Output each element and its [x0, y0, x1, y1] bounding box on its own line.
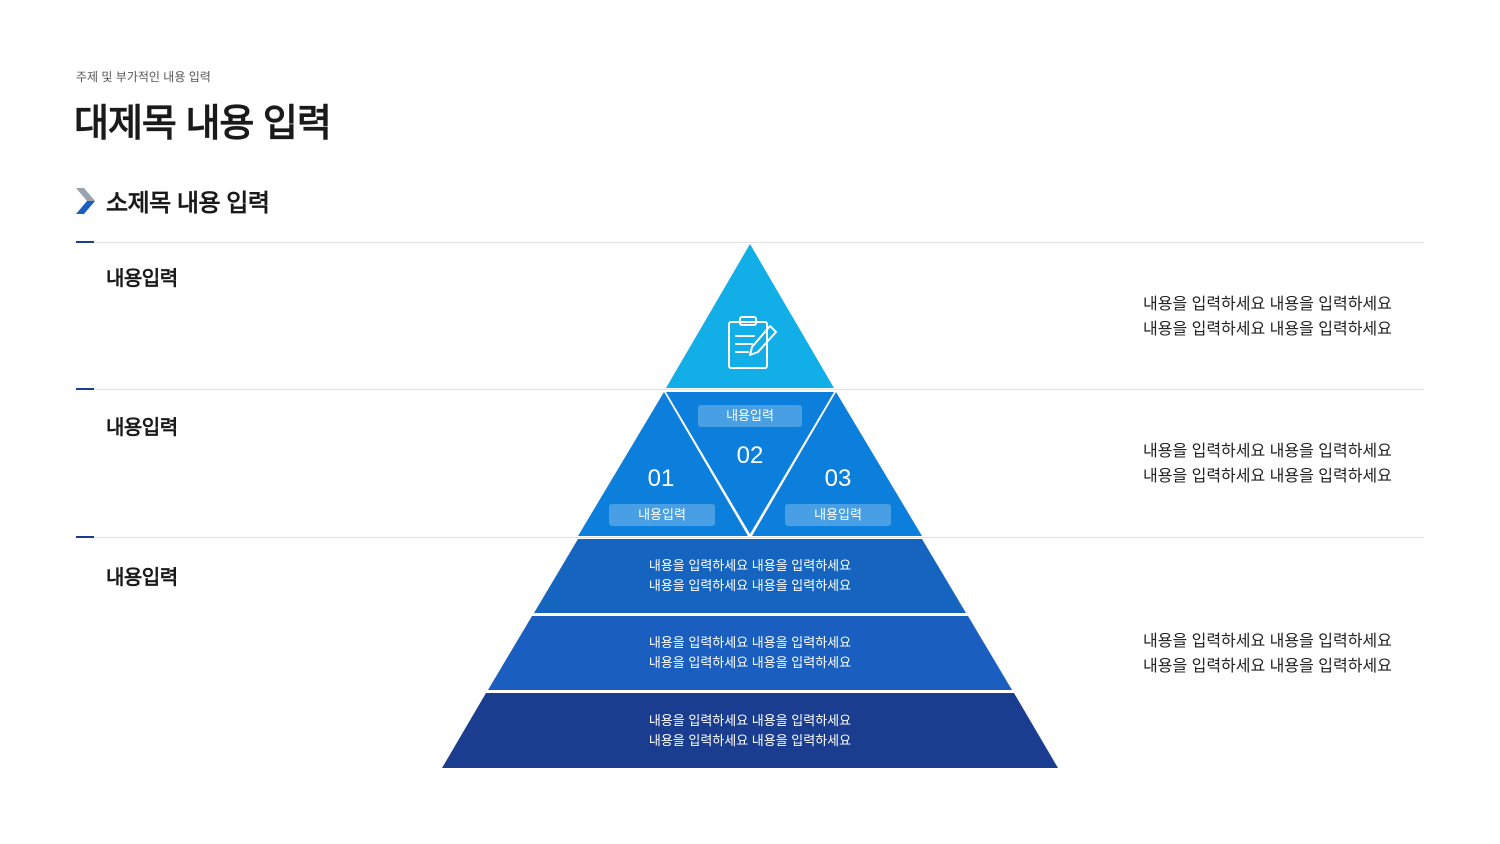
row-marker — [76, 241, 94, 243]
pyramid-band-3 — [442, 693, 1058, 768]
divider — [76, 389, 1424, 390]
subtitle: 주제 및 부가적인 내용 입력 — [76, 70, 211, 84]
divider — [76, 537, 1424, 538]
triangle-label: 내용입력 — [785, 504, 891, 526]
pyramid-band-2 — [488, 616, 1012, 690]
pyramid-band-1 — [534, 539, 966, 613]
section-header: 소제목 내용 입력 — [76, 183, 270, 218]
chevron-right-icon — [76, 187, 95, 214]
band-text: 내용을 입력하세요 내용을 입력하세요 내용을 입력하세요 내용을 입력하세요 — [648, 635, 852, 670]
triangle-number: 02 — [736, 442, 764, 469]
triangle-03 — [752, 392, 922, 536]
page-title: 대제목 내용 입력 — [74, 103, 332, 145]
row-description: 내용을 입력하세요 내용을 입력하세요 내용을 입력하세요 내용을 입력하세요 — [1143, 633, 1392, 675]
row-description: 내용을 입력하세요 내용을 입력하세요 내용을 입력하세요 내용을 입력하세요 — [1143, 443, 1392, 485]
band-text: 내용을 입력하세요 내용을 입력하세요 내용을 입력하세요 내용을 입력하세요 — [648, 558, 852, 593]
row-label: 내용입력 — [106, 567, 178, 589]
section-title: 소제목 내용 입력 — [106, 190, 270, 217]
triangle-number: 03 — [824, 465, 852, 492]
triangle-label: 내용입력 — [609, 504, 715, 526]
row-description: 내용을 입력하세요 내용을 입력하세요 내용을 입력하세요 내용을 입력하세요 — [1143, 296, 1392, 338]
row-label: 내용입력 — [106, 417, 178, 439]
triangle-02 — [666, 392, 834, 534]
row-label: 내용입력 — [106, 268, 178, 290]
triangle-01 — [578, 392, 748, 536]
triangle-number: 01 — [647, 465, 675, 492]
row-marker — [76, 388, 94, 390]
band-text: 내용을 입력하세요 내용을 입력하세요 내용을 입력하세요 내용을 입력하세요 — [648, 713, 852, 748]
clipboard-pencil-icon — [728, 316, 777, 369]
triangle-label: 내용입력 — [698, 405, 802, 427]
divider — [76, 242, 1424, 243]
row-marker — [76, 536, 94, 538]
